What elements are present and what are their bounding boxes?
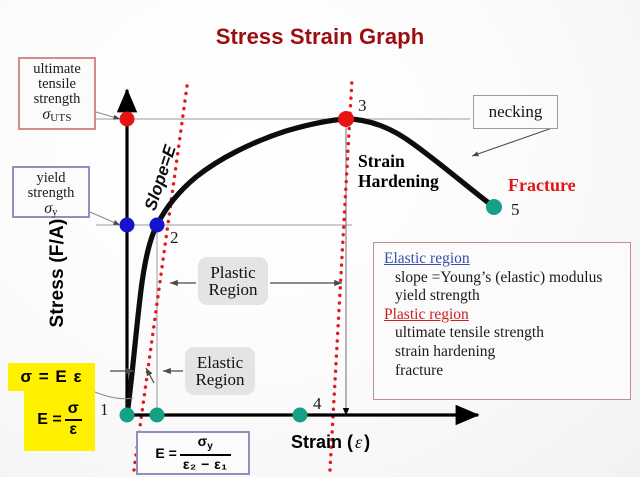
uts-line-1: ultimate (33, 61, 81, 77)
label-fracture: Fracture (508, 175, 576, 195)
yield-line-2: strength (27, 185, 75, 202)
info-header-plastic: Plastic region (384, 305, 469, 323)
marker-point-4 (292, 407, 308, 423)
sigma-subscript-uts: UTS (50, 112, 72, 125)
marker-sigma-y (119, 217, 135, 233)
x-axis-label-text: Strain ( (291, 432, 354, 452)
modulus-fraction: σ ε (64, 400, 82, 439)
necking-label: necking (488, 102, 543, 121)
info-item-elastic-1: yield strength (395, 287, 480, 305)
ebox-sigma-subscript: y (207, 441, 213, 453)
callout-necking: necking (473, 95, 558, 129)
info-item-plastic-1: strain hardening (395, 342, 496, 360)
marker-point-5-fracture (486, 199, 502, 215)
uts-strain-dotted-line (328, 77, 354, 472)
elastic-region-line-2: Region (195, 370, 245, 389)
plastic-region-line-2: Region (208, 280, 258, 299)
sigma-subscript-y: y (52, 206, 58, 219)
x-axis-label: Strain (ε) (291, 432, 370, 453)
label-plastic-region: Plastic Region (198, 257, 268, 305)
info-item-elastic-0: slope =Young’s (elastic) modulus (395, 268, 603, 286)
stress-strain-curve (124, 116, 497, 418)
marker-epsilon-1 (149, 407, 165, 423)
point-label-2: 2 (170, 228, 179, 247)
x-axis-label-close: ) (364, 432, 371, 452)
plastic-region-line-1: Plastic (210, 262, 256, 282)
fraction-bar (179, 453, 231, 456)
ebox-sigma: σ (197, 433, 208, 450)
modulus-label: E = (37, 411, 62, 428)
label-strain-hardening: Strain Hardening (358, 151, 439, 191)
page-title: Stress Strain Graph (215, 24, 425, 49)
uts-line-2: tensile (38, 76, 76, 93)
point-label-4: 4 (313, 394, 322, 413)
yield-symbol-row: σy (19, 200, 83, 219)
y-axis-label: Stress (F/A) (47, 218, 68, 328)
highlight-bar-bottom (24, 391, 95, 451)
point-label-1: 1 (100, 400, 109, 419)
ebox-denominator: ε₂ − ε₁ (182, 455, 228, 472)
strain-hardening-line-2: Hardening (358, 170, 439, 191)
callout-yield-strength: yield strength σy (12, 166, 90, 218)
elastic-slope-dotted-line (132, 77, 190, 472)
marker-point-1 (119, 407, 135, 423)
formula-modulus-definition: E = σ ε (24, 391, 95, 449)
modulus-numerator: σ (67, 400, 79, 418)
ebox-numerator: σy (195, 434, 216, 453)
uts-symbol-row: σUTS (25, 106, 89, 125)
marker-point-2 (149, 217, 165, 233)
marker-sigma-uts (119, 111, 135, 127)
level-guide-lines (96, 118, 470, 226)
info-item-plastic-0: ultimate tensile strength (395, 324, 544, 342)
point-label-5: 5 (511, 200, 520, 219)
info-item-plastic-2: fracture (395, 361, 444, 379)
callout-ultimate-tensile-strength: ultimate tensile strength σUTS (18, 57, 96, 130)
marker-point-3 (338, 111, 354, 127)
highlight-bar-top (8, 363, 95, 391)
elastic-region-line-1: Elastic (196, 352, 244, 372)
ebox-fraction: σy ε₂ − ε₁ (179, 434, 231, 472)
sigma-symbol: σ (44, 200, 53, 218)
hookes-law-highlight-block: σ = E ε E = σ ε (8, 363, 95, 451)
fraction-bar (64, 419, 82, 421)
formula-hookes-law: σ = E ε (20, 367, 83, 386)
curve-markers (119, 111, 502, 423)
point-label-3: 3 (358, 96, 367, 115)
yield-line-1: yield (36, 170, 66, 186)
ebox-label: E = (155, 445, 177, 461)
formula-youngs-modulus-box: E = σy ε₂ − ε₁ (136, 431, 250, 475)
info-header-elastic: Elastic region (384, 250, 470, 267)
sigma-symbol: σ (42, 106, 51, 124)
elastic-region-arrows (110, 367, 183, 384)
summary-info-panel: Elastic region slope =Young’s (elastic) … (373, 242, 631, 400)
uts-line-3: strength (33, 91, 81, 108)
epsilon-symbol: ε (355, 432, 363, 452)
modulus-denominator: ε (69, 421, 78, 438)
strain-hardening-line-1: Strain (358, 151, 405, 171)
label-elastic-region: Elastic Region (185, 347, 255, 395)
